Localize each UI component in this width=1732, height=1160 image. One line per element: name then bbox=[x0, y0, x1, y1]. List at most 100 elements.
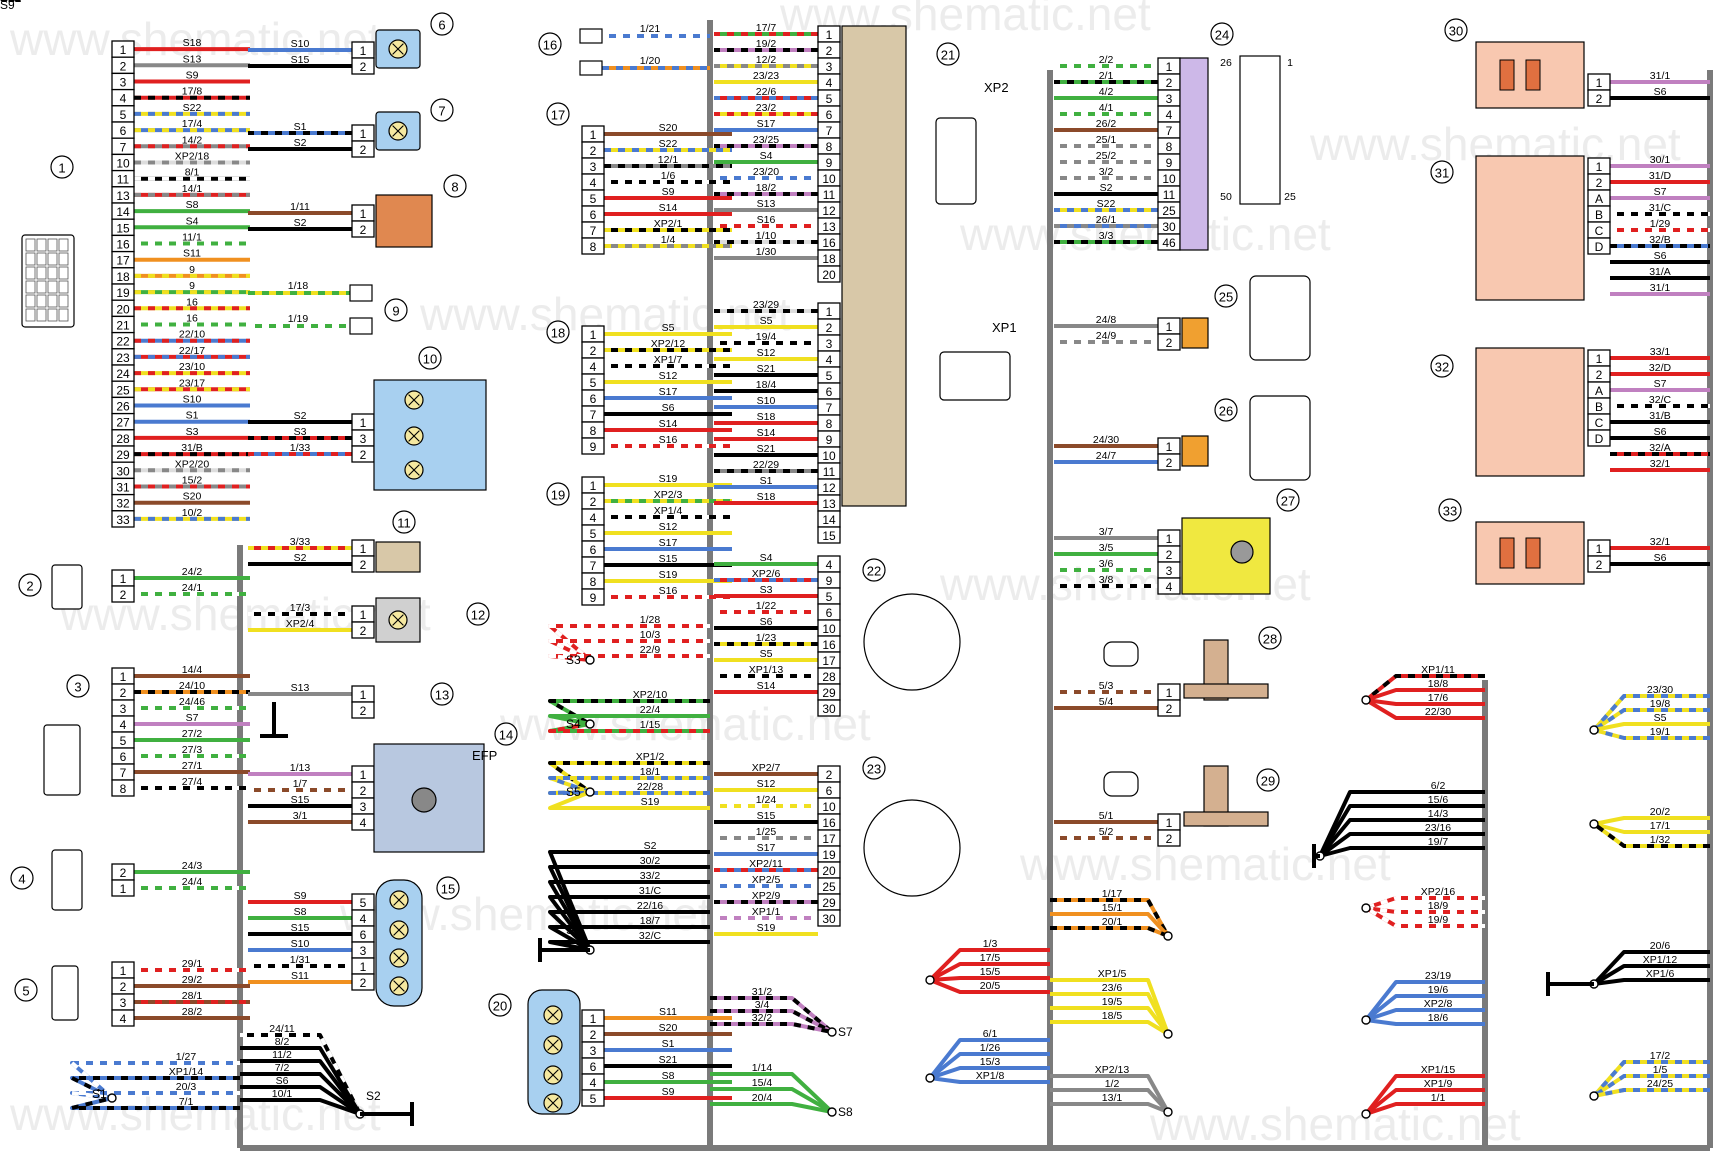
wire-label: 20/5 bbox=[980, 980, 1001, 992]
wire-label: 17/6 bbox=[1428, 692, 1449, 704]
pin-number: 19 bbox=[822, 848, 836, 862]
wire-label: XP1/1 bbox=[752, 906, 781, 918]
wire-label: 24/46 bbox=[179, 696, 205, 708]
pin-box bbox=[1157, 699, 1181, 717]
callout-number: 22 bbox=[867, 564, 881, 579]
wire-label: 31/2 bbox=[752, 986, 773, 998]
wire-label: S10 bbox=[757, 395, 776, 407]
wire-label: S11 bbox=[183, 248, 201, 260]
pin-number: 29 bbox=[822, 686, 836, 700]
splice-label: S9 bbox=[0, 0, 15, 12]
pin-number: 17 bbox=[822, 832, 836, 846]
wire-label: S4 bbox=[760, 552, 773, 564]
callout-number: 27 bbox=[1281, 494, 1295, 509]
relay-8-housing bbox=[375, 194, 433, 248]
wire-label: 10/2 bbox=[182, 507, 203, 519]
splice-label: S10 bbox=[0, 0, 22, 4]
pin-number: 3 bbox=[360, 432, 367, 446]
wire-label: 18/5 bbox=[1102, 1010, 1123, 1022]
connector-25-plug bbox=[1249, 275, 1311, 361]
pin-box bbox=[351, 973, 375, 991]
wire-label: S22 bbox=[659, 138, 678, 150]
connector-5-block bbox=[51, 965, 79, 1021]
connector-26-plug bbox=[1249, 395, 1311, 481]
callout-circle bbox=[430, 98, 454, 122]
pin-box bbox=[1157, 333, 1181, 351]
callout-number: 4 bbox=[18, 872, 25, 887]
callout-circle bbox=[384, 298, 408, 322]
wire-label: 23/25 bbox=[753, 134, 779, 146]
pin-box bbox=[817, 526, 841, 544]
wire-label: 14/3 bbox=[1428, 808, 1449, 820]
wire-label: 17/7 bbox=[756, 22, 777, 34]
wire-label: S11 bbox=[659, 1006, 677, 1018]
wire-label: 1/26 bbox=[980, 1042, 1001, 1054]
pin-number: 3 bbox=[590, 1044, 597, 1058]
splice-label: S14 bbox=[0, 0, 22, 4]
callout-number: 13 bbox=[435, 688, 449, 703]
pin-number: 7 bbox=[590, 559, 597, 573]
wire-label: XP2/4 bbox=[286, 618, 315, 630]
splice-wire-stripe bbox=[1365, 896, 1485, 910]
pin-number: 8 bbox=[826, 417, 833, 431]
wire-label: S15 bbox=[757, 810, 776, 822]
wire-label: XP2/13 bbox=[1095, 1064, 1130, 1076]
lamp-cross bbox=[392, 125, 404, 137]
ground-s15-symbol bbox=[1312, 844, 1320, 868]
wire-label: S9 bbox=[294, 890, 307, 902]
wire-label: 1/22 bbox=[756, 600, 777, 612]
wire-label: 23/20 bbox=[753, 166, 779, 178]
pin-number: 13 bbox=[822, 497, 836, 511]
wire-label: 22/9 bbox=[640, 644, 661, 656]
pin-box bbox=[1587, 429, 1611, 447]
wire-label: 15/2 bbox=[182, 475, 203, 487]
splice-wire bbox=[1050, 1102, 1169, 1114]
wire-label: S19 bbox=[659, 569, 678, 581]
pin-box bbox=[581, 588, 605, 606]
callout-circle bbox=[538, 32, 562, 56]
pin-number: 14 bbox=[822, 513, 836, 527]
wire-label: 16 bbox=[186, 296, 198, 308]
splice-node bbox=[1589, 1091, 1599, 1101]
pin-number: 8 bbox=[826, 140, 833, 154]
pin-number: 4 bbox=[120, 718, 127, 732]
wire-label: 18/8 bbox=[1428, 678, 1449, 690]
lamp-20-icon bbox=[543, 1093, 563, 1113]
splice-wire bbox=[1365, 688, 1485, 702]
plug-29-icon bbox=[1103, 771, 1139, 797]
callout-number: 16 bbox=[543, 38, 557, 53]
wire-label: 3/33 bbox=[290, 536, 311, 548]
pin-number: 33 bbox=[116, 513, 130, 527]
pin-number: 3 bbox=[1166, 92, 1173, 106]
callout-circle bbox=[862, 756, 886, 780]
callout-circle bbox=[392, 510, 416, 534]
splice-wire-stripe bbox=[1364, 906, 1485, 928]
splice-wire bbox=[1592, 964, 1710, 986]
wire-label: 5/4 bbox=[1099, 696, 1114, 708]
pin-number: 12 bbox=[822, 481, 836, 495]
pin-number: 1 bbox=[1596, 542, 1603, 556]
lamp-cross bbox=[547, 1039, 559, 1051]
wire-label: 27/4 bbox=[182, 776, 203, 788]
splice-label: S7 bbox=[838, 1025, 853, 1039]
splice-wire bbox=[240, 1085, 362, 1116]
wire-label: S20 bbox=[659, 122, 678, 134]
pin-number: 1 bbox=[826, 305, 833, 319]
callout-15: 15 bbox=[436, 876, 460, 900]
wire-label: 6/1 bbox=[983, 1028, 998, 1040]
lamp-cross bbox=[393, 980, 405, 992]
wire-label: 18/7 bbox=[640, 915, 661, 927]
connector-1-cell bbox=[58, 308, 69, 322]
wire-label: 26/2 bbox=[1096, 118, 1117, 130]
lamp-cross bbox=[392, 614, 404, 626]
pin-number: 6 bbox=[360, 928, 367, 942]
wire-label: 22/30 bbox=[1425, 706, 1451, 718]
wires bbox=[70, 32, 1710, 1116]
wire-label: XP1/13 bbox=[749, 664, 784, 676]
splice-node bbox=[107, 1093, 117, 1103]
pin-number: 1 bbox=[120, 43, 127, 57]
pin-number: 9 bbox=[826, 433, 833, 447]
heater-30-element bbox=[1499, 59, 1515, 91]
actuator-29-arm bbox=[1183, 811, 1269, 827]
splice-wire bbox=[1364, 1088, 1485, 1116]
